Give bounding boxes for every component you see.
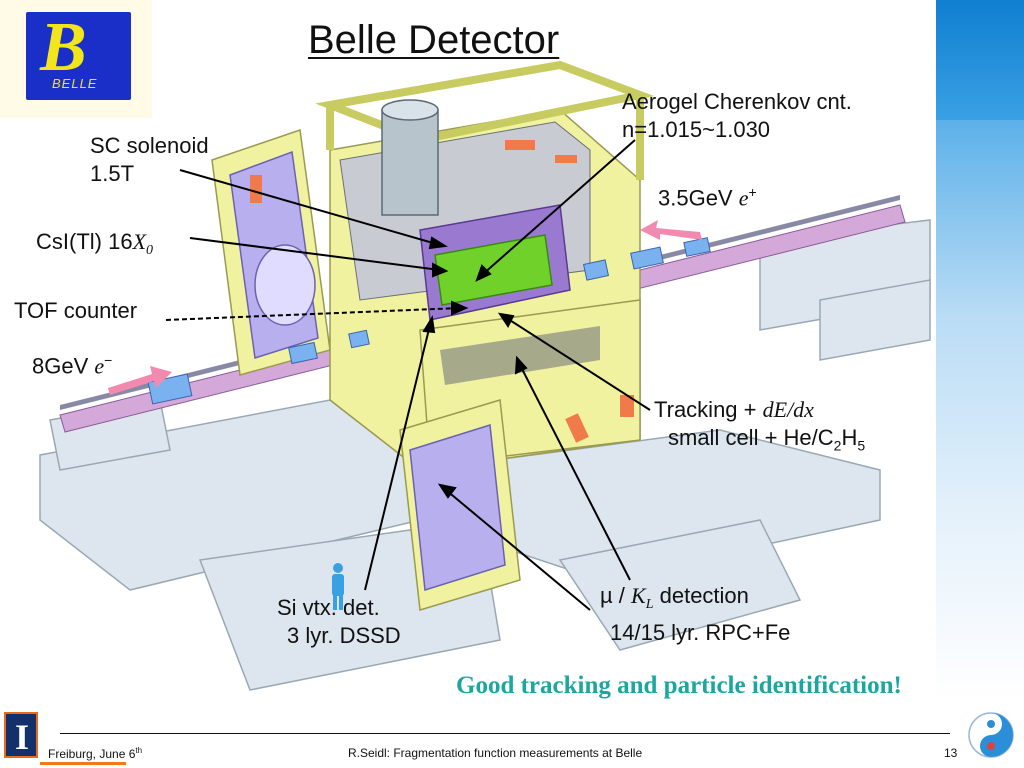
label-tracking-line2: small cell + He/C2H5	[654, 424, 865, 459]
footer-accent	[40, 762, 126, 765]
label-mu-kl-rpc: 14/15 lyr. RPC+Fe	[610, 620, 791, 646]
label-sc-solenoid-name: SC solenoid	[90, 133, 209, 158]
label-beam-positron-symbol: e	[738, 185, 749, 211]
label-beam-positron-energy: 3.5GeV	[658, 185, 733, 211]
label-mu-kl-prefix: µ /	[600, 583, 632, 608]
label-mu-kl-line1: µ / KL detection	[600, 582, 790, 619]
footer-page-number: 13	[944, 746, 958, 760]
label-mu-kl-subscript: L	[645, 597, 654, 613]
label-aerogel: Aerogel Cherenkov cnt. n=1.015~1.030	[622, 88, 852, 144]
label-csi-text: CsI(Tl) 16	[36, 229, 133, 254]
front-endcap	[399, 399, 521, 611]
tagline: Good tracking and particle identificatio…	[456, 672, 902, 699]
orange-coils	[250, 140, 634, 443]
label-tracking-prefix: Tracking +	[654, 397, 763, 422]
label-tracking-sub1: 2	[833, 437, 842, 454]
label-beam-electron-charge: −	[104, 352, 113, 368]
top-cylinder	[381, 99, 439, 216]
label-sc-solenoid-field: 1.5T	[90, 161, 135, 186]
label-beam-electron: 8GeV e−	[32, 346, 112, 380]
label-si-vtx-layers: 3 lyr. DSSD	[287, 623, 401, 648]
label-csi: CsI(Tl) 16X0	[36, 228, 153, 265]
side-band-top	[936, 0, 1024, 120]
footer-venue-text: Freiburg, June 6	[48, 747, 136, 761]
label-si-vtx-name: Si vtx. det.	[277, 595, 380, 620]
uiuc-logo: I	[4, 712, 38, 758]
footer-venue-sup: th	[135, 746, 143, 755]
label-csi-symbol: X	[132, 229, 147, 254]
belle-logo-badge: B BELLE	[26, 12, 131, 100]
label-tracking-mid: H	[841, 425, 858, 450]
detector-illustration	[39, 60, 931, 691]
belle-logo: B BELLE	[0, 0, 152, 118]
label-tof-counter: TOF counter	[14, 298, 138, 323]
label-beam-positron: 3.5GeV e+	[658, 178, 757, 212]
label-sc-solenoid: SC solenoid 1.5T	[90, 132, 209, 188]
label-beam-electron-energy: 8GeV	[32, 353, 89, 379]
label-mu-kl: µ / KL detection 14/15 lyr. RPC+Fe	[600, 582, 790, 647]
label-mu-kl-suffix: detection	[653, 583, 749, 608]
slide-title: Belle Detector	[308, 18, 560, 62]
label-beam-electron-symbol: e	[94, 353, 105, 379]
person-icon	[332, 563, 344, 610]
callout-lines	[165, 139, 651, 611]
label-tracking: Tracking + dE/dx small cell + He/C2H5	[654, 396, 865, 459]
label-tracking-line1: Tracking + dE/dx	[654, 396, 865, 424]
footer-talk-title: R.Seidl: Fragmentation function measurem…	[348, 746, 643, 760]
label-csi-subscript: 0	[146, 243, 154, 259]
label-tracking-sub2: 5	[857, 437, 866, 454]
label-tracking-cell: small cell + He/C	[668, 425, 834, 450]
uiuc-logo-glyph: I	[15, 717, 30, 757]
footer-rule	[60, 733, 950, 734]
belle-logo-glyph: B	[40, 12, 87, 86]
label-si-vtx: Si vtx. det. 3 lyr. DSSD	[277, 594, 401, 650]
beam-arrows	[108, 220, 702, 395]
left-endcap	[211, 128, 331, 376]
label-tracking-dedx: dE/dx	[762, 397, 814, 422]
riken-logo	[968, 712, 1014, 758]
label-aerogel-index: n=1.015~1.030	[622, 117, 771, 142]
label-beam-positron-charge: +	[748, 184, 757, 200]
footer-venue: Freiburg, June 6th	[48, 746, 142, 761]
belle-logo-text: BELLE	[52, 76, 98, 91]
label-mu-kl-k: K	[631, 583, 646, 608]
label-aerogel-name: Aerogel Cherenkov cnt.	[622, 89, 852, 114]
